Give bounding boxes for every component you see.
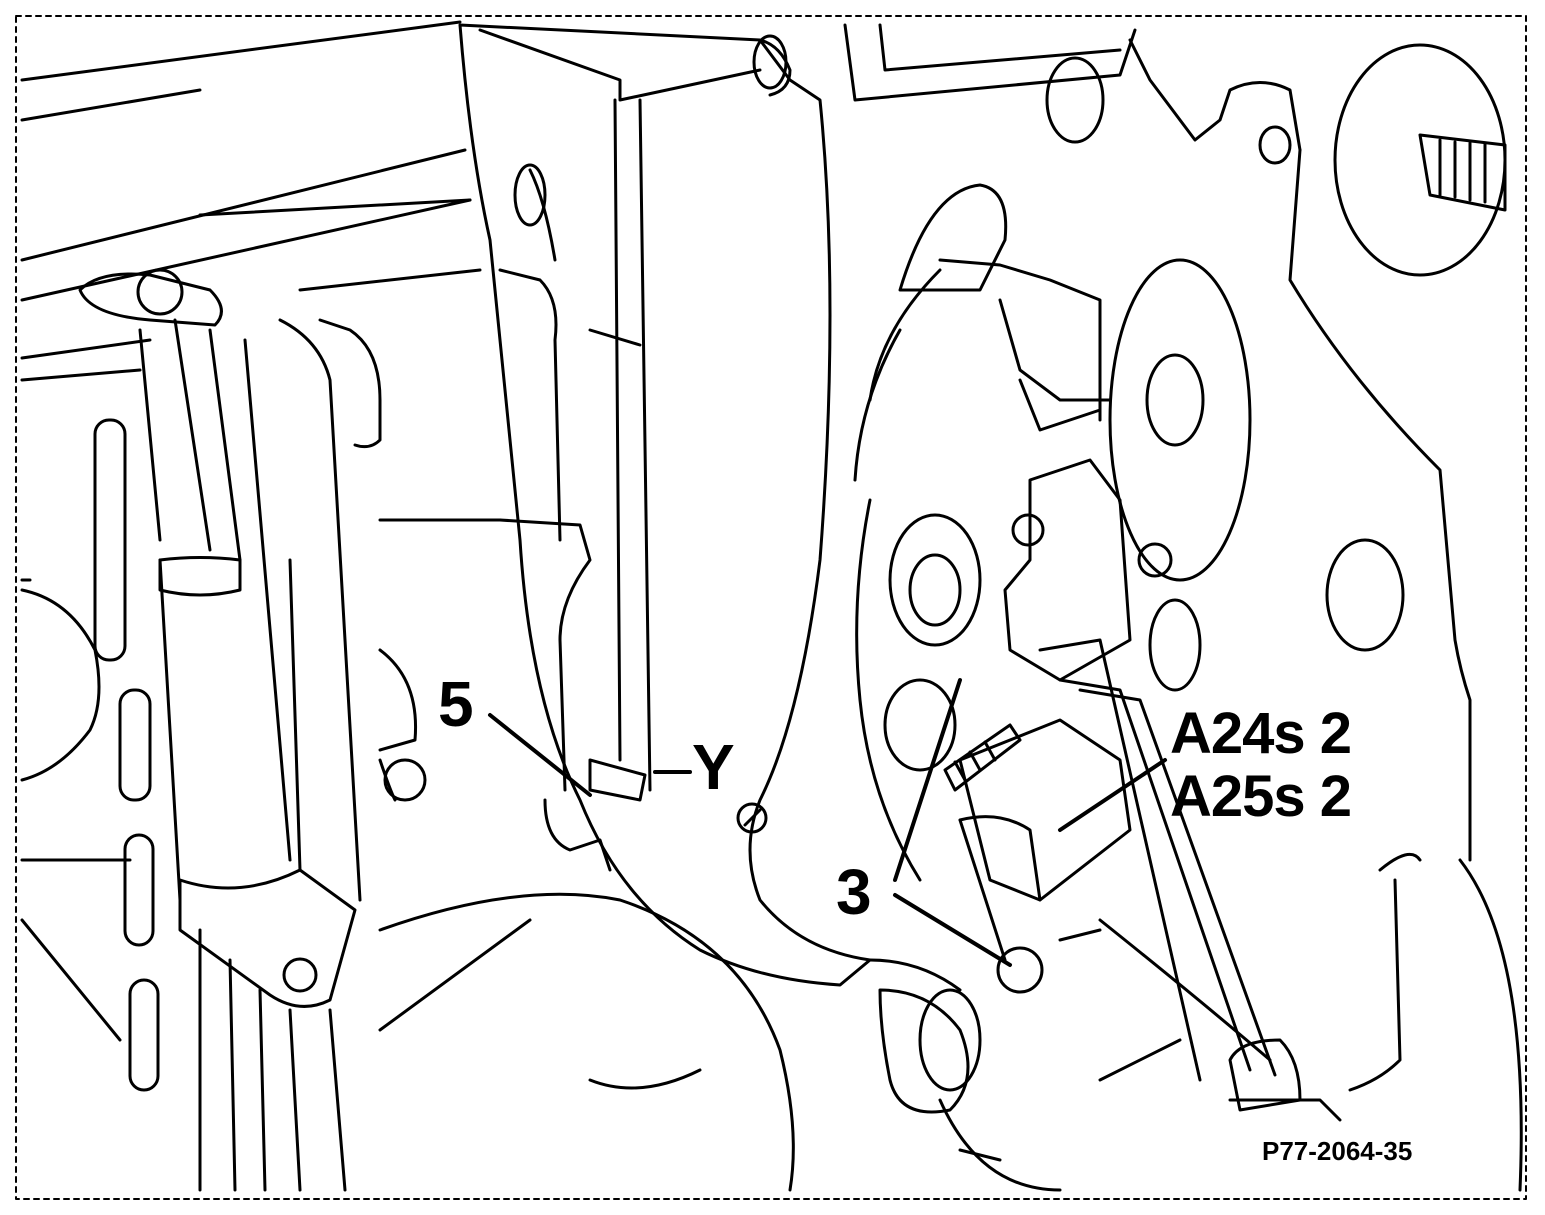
dashed-frame — [15, 15, 1527, 1200]
leader-5 — [488, 713, 592, 797]
body-panel-right — [843, 23, 1523, 1192]
leader-lines — [488, 678, 1167, 967]
lower-cover — [378, 892, 1342, 1192]
hinge-assembly — [78, 268, 427, 1192]
body-panel-left — [20, 20, 502, 1042]
callout-a25s2: A25s 2 — [1170, 764, 1352, 829]
leader-3b — [893, 678, 962, 882]
callout-a24s2: A24s 2 — [1170, 701, 1352, 766]
figure-reference: P77-2064-35 — [1262, 1136, 1413, 1166]
central-bracket — [458, 23, 872, 987]
leader-a24s2 — [1058, 758, 1167, 832]
callout-y: Y — [692, 731, 735, 803]
callout-5: 5 — [438, 668, 474, 740]
leader-3a — [893, 893, 1012, 967]
callout-3: 3 — [836, 856, 872, 928]
actuator-mechanism — [853, 183, 1302, 1112]
